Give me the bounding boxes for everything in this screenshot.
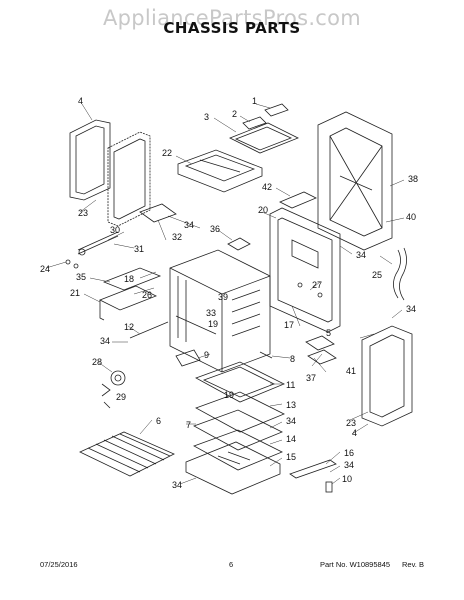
callout-17: 17 xyxy=(284,320,294,330)
callout-23-right: 23 xyxy=(346,418,356,428)
callout-3: 3 xyxy=(204,112,209,122)
igniter-rod xyxy=(129,321,169,339)
callout-38: 38 xyxy=(408,174,418,184)
vent-bracket xyxy=(279,191,317,209)
callout-5: 5 xyxy=(326,328,331,338)
footer-date: 07/25/2016 xyxy=(40,560,78,569)
footer-revision: Rev. B xyxy=(402,560,424,569)
callout-33: 33 xyxy=(206,308,216,318)
storage-drawer xyxy=(185,441,281,495)
top-brackets xyxy=(229,103,299,154)
callout-22: 22 xyxy=(162,148,172,158)
callout-23-left: 23 xyxy=(78,208,88,218)
callout-34-e: 34 xyxy=(286,416,296,426)
callout-8: 8 xyxy=(290,354,295,364)
callout-24: 24 xyxy=(40,264,50,274)
callout-18: 18 xyxy=(124,274,134,284)
mounting-bracket xyxy=(175,349,201,367)
door-glass-panel-right xyxy=(361,325,413,427)
callout-34-g: 34 xyxy=(172,480,182,490)
callout-12: 12 xyxy=(124,322,134,332)
callout-34-c: 34 xyxy=(406,304,416,314)
callout-4-left: 4 xyxy=(78,96,83,106)
footer-page-number: 6 xyxy=(229,560,234,569)
callout-27: 27 xyxy=(312,280,322,290)
cooktop-panel xyxy=(177,149,263,193)
callout-2: 2 xyxy=(232,109,237,119)
page-title: CHASSIS PARTS xyxy=(163,19,301,37)
rear-panel xyxy=(317,111,393,251)
callout-19-top: 19 xyxy=(208,319,218,329)
callout-20: 20 xyxy=(258,205,268,215)
callout-41: 41 xyxy=(346,366,356,376)
control-panel-strip xyxy=(99,267,162,321)
leveling-leg xyxy=(289,459,337,493)
wire-harness xyxy=(393,247,407,301)
callout-1: 1 xyxy=(252,96,257,106)
callout-34-f: 34 xyxy=(344,460,354,470)
callout-30: 30 xyxy=(110,225,120,235)
door-glass-panel-left xyxy=(69,119,111,201)
callout-16: 16 xyxy=(344,448,354,458)
callout-39: 39 xyxy=(218,292,228,302)
callout-10: 10 xyxy=(342,474,352,484)
callout-13: 13 xyxy=(286,400,296,410)
oven-cavity xyxy=(169,249,271,373)
callout-4-right: 4 xyxy=(352,428,357,438)
clip-part xyxy=(227,237,251,251)
callout-29: 29 xyxy=(116,392,126,402)
callout-15: 15 xyxy=(286,452,296,462)
callout-14: 14 xyxy=(286,434,296,444)
callout-19-bottom: 19 xyxy=(224,390,234,400)
callout-34-d: 34 xyxy=(100,336,110,346)
callout-40: 40 xyxy=(406,212,416,222)
callout-42: 42 xyxy=(262,182,272,192)
valve-knob xyxy=(101,370,126,409)
callout-31: 31 xyxy=(134,244,144,254)
watermark-text: AppliancePartsPros.com xyxy=(102,6,362,30)
callout-36: 36 xyxy=(210,224,220,234)
side-panel xyxy=(269,207,341,333)
callout-7: 7 xyxy=(186,420,191,430)
callout-9: 9 xyxy=(204,350,209,360)
callout-34-a: 34 xyxy=(184,220,194,230)
screw xyxy=(259,351,273,359)
callout-28: 28 xyxy=(92,357,102,367)
callout-25: 25 xyxy=(372,270,382,280)
hinge-bracket xyxy=(139,203,177,223)
callout-34-b: 34 xyxy=(356,250,366,260)
footer-part-number: Part No. W10895845 xyxy=(320,560,391,569)
oven-rack xyxy=(79,431,175,477)
callout-26: 26 xyxy=(142,290,152,300)
sensor-rod xyxy=(65,231,119,269)
door-gasket-frame xyxy=(107,131,151,227)
callout-32: 32 xyxy=(172,232,182,242)
callout-35: 35 xyxy=(76,272,86,282)
callout-37: 37 xyxy=(306,373,316,383)
terminal-block xyxy=(305,335,335,351)
callout-21: 21 xyxy=(70,288,80,298)
callout-11: 11 xyxy=(286,380,295,390)
callout-6: 6 xyxy=(156,416,161,426)
